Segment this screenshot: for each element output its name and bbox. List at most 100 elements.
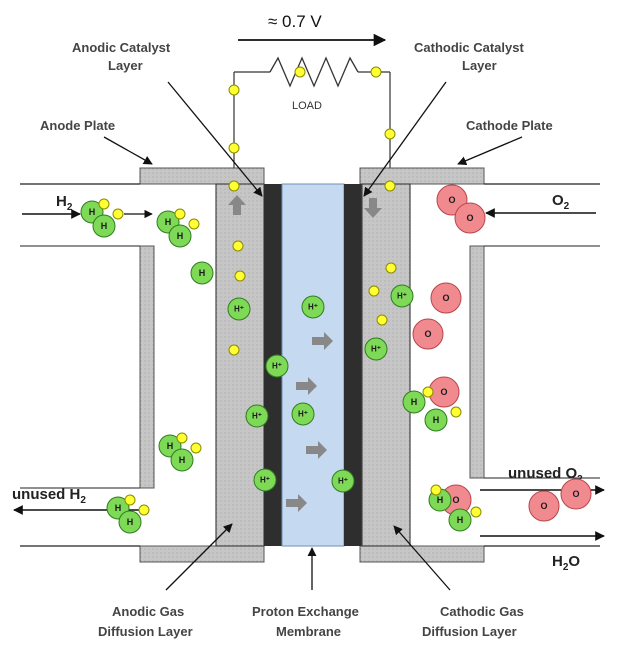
electron [228,142,240,154]
hydrogen-atom-label: H [437,495,444,505]
proton [364,337,388,361]
proton-label: H⁺ [234,305,244,314]
proton [265,354,289,378]
oxygen-atom-label: O [448,195,455,205]
electron [450,406,462,418]
proton [390,284,414,308]
electron [384,128,396,140]
proton-label: H⁺ [252,412,262,421]
electron [228,180,240,192]
oxygen-atom [560,478,592,510]
hydrogen-atom [402,390,426,414]
electron [112,208,124,220]
proton-exchange-membrane [281,183,345,547]
anodic-catalyst-label-line2: Layer [108,58,143,73]
anodic-gdl-label: Anodic Gas [112,604,184,619]
electron [368,285,380,297]
cathodic-catalyst-label: Cathodic Catalyst [414,40,524,55]
oxygen-atom-label: O [442,293,449,303]
electron [188,218,200,230]
cathode-plate [359,167,600,563]
electron [124,494,136,506]
unused-h2-label: unused H2 [12,486,86,506]
hydrogen-atom-label: H [433,415,440,425]
hydrogen-atom-label: H [101,221,108,231]
electron [370,66,382,78]
proton-label: H⁺ [397,292,407,301]
hydrogen-atom-label: H [457,515,464,525]
electron [98,198,110,210]
proton-label: H⁺ [338,477,348,486]
electron [228,84,240,96]
hydrogen-atom-label: H [89,207,96,217]
hydrogen-atom-label: H [167,441,174,451]
proton-label: H⁺ [371,345,381,354]
hydrogen-atom-label: H [177,231,184,241]
anode-plate [20,167,265,563]
proton [227,297,251,321]
electron [294,66,306,78]
proton-label: H⁺ [260,476,270,485]
proton-label: H⁺ [272,362,282,371]
hydrogen-atom-label: H [127,517,134,527]
anodic-catalyst-label: Anodic Catalyst [72,40,171,55]
electron [470,506,482,518]
hydrogen-atom [424,408,448,432]
electron [385,262,397,274]
cathodic-catalyst-label-line2: Layer [462,58,497,73]
electron [430,484,442,496]
oxygen-atom-label: O [424,329,431,339]
callout-lines [103,81,523,591]
proton-label: H⁺ [298,410,308,419]
electron [228,344,240,356]
oxygen-atom-label: O [452,495,459,505]
load-label: LOAD [292,100,322,112]
oxygen-atom [412,318,444,350]
hydrogen-atom-label: H [179,455,186,465]
oxygen-atom-label: O [540,501,547,511]
hydrogen-atom [170,448,194,472]
hydrogen-atom [92,214,116,238]
electron [234,270,246,282]
resistor-icon [269,56,359,88]
h2-inlet-label: H2 [56,193,73,213]
hydrogen-atom [168,224,192,248]
pem-label: Proton Exchange [252,604,359,619]
cathode-plate-label: Cathode Plate [466,118,553,133]
oxygen-atom [528,490,560,522]
electron [376,314,388,326]
electron [232,240,244,252]
proton [253,468,277,492]
hydrogen-atom-label: H [199,268,206,278]
electron [384,180,396,192]
hydrogen-atom-label: H [411,397,418,407]
anode-plate-label: Anode Plate [40,118,115,133]
cathodic-gdl-label: Cathodic Gas [440,604,524,619]
proton [301,295,325,319]
electron [138,504,150,516]
cathodic-gas-diffusion-layer [361,183,411,547]
hydrogen-atom [190,261,214,285]
water-outlet-label: H2O [552,553,580,573]
hydrogen-atom-label: H [115,503,122,513]
proton [291,402,315,426]
oxygen-atom [430,282,462,314]
electron [190,442,202,454]
anodic-gdl-label-line2: Diffusion Layer [98,624,193,639]
cathodic-gdl-label-line2: Diffusion Layer [422,624,517,639]
oxygen-atom-label: O [572,489,579,499]
hydrogen-atom [448,508,472,532]
oxygen-atom-label: O [440,387,447,397]
pem-label-line2: Membrane [276,624,341,639]
hydrogen-atom-label: H [165,217,172,227]
electron [176,432,188,444]
hydrogen-atom [118,510,142,534]
electron [422,386,434,398]
proton [331,469,355,493]
proton [245,404,269,428]
o2-inlet-label: O2 [552,192,570,212]
oxygen-atom [454,202,486,234]
cathodic-catalyst-layer [344,184,362,546]
